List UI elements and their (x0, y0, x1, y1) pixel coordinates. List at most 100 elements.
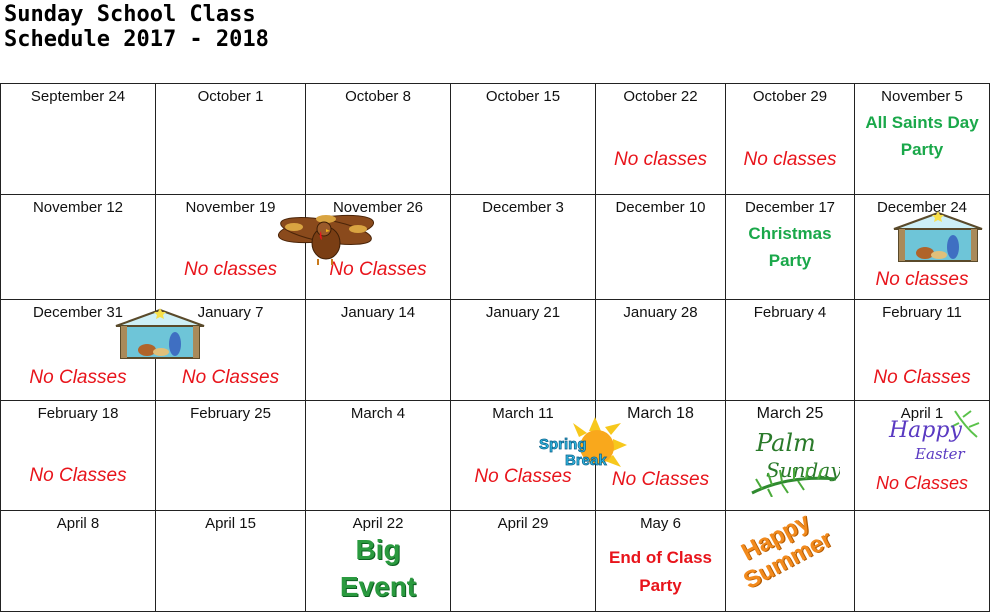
no-classes-note: No classes (875, 269, 969, 290)
happy-text: Happy (888, 418, 962, 443)
cell-march-4: March 4 (305, 400, 451, 511)
no-classes-note: No classes (614, 149, 707, 170)
week-row: February 18 No Classes February 25 March… (0, 400, 990, 511)
date-label: January 14 (340, 304, 416, 321)
title-line-2: Schedule 2017 - 2018 (4, 27, 269, 52)
cell-october-22: October 22 No classes (595, 83, 726, 195)
event-label: All Saints Day Party (855, 109, 989, 163)
no-classes-note: No Classes (29, 465, 127, 486)
page-title: Sunday School Class Schedule 2017 - 2018 (4, 2, 269, 52)
title-line-1: Sunday School Class (4, 2, 256, 27)
cell-february-25: February 25 (155, 400, 306, 511)
cell-april-29: April 29 (450, 510, 596, 612)
spring-text: Spring (539, 436, 587, 453)
cell-november-5: November 5 All Saints Day Party (854, 83, 990, 195)
date-label: April 8 (56, 515, 100, 532)
date-label: October 8 (345, 88, 411, 105)
date-label: April 22 (352, 515, 404, 532)
nativity-icon (893, 211, 983, 262)
date-label: April 1 (900, 405, 944, 422)
big-line: Event (339, 571, 417, 602)
date-label: November 26 (332, 199, 424, 216)
spring-break-icon: Spring Break (539, 417, 627, 469)
nativity-icon (115, 308, 205, 359)
cell-april-8: April 8 (0, 510, 156, 612)
easter-text: Easter (914, 445, 965, 463)
cell-november-12: November 12 (0, 194, 156, 300)
date-label: December 10 (615, 199, 706, 216)
cell-march-25: March 25 Palm Sunday (725, 400, 855, 511)
cell-september-24: September 24 (0, 83, 156, 195)
cell-december-17: December 17 Christmas Party (725, 194, 855, 300)
date-label: May 6 (640, 515, 681, 532)
date-label: February 25 (190, 405, 271, 422)
date-label: December 3 (482, 199, 564, 216)
week-row: December 31 No Classes January 7 No Clas… (0, 299, 990, 401)
event-line: Party (768, 251, 812, 270)
no-classes-note: No classes (743, 149, 837, 170)
date-label: March 18 (627, 405, 694, 422)
date-label: February 11 (882, 304, 962, 321)
cell-happy-summer: Happy Summer (725, 508, 855, 612)
date-label: December 24 (876, 199, 968, 216)
no-classes-note: No Classes (29, 367, 127, 388)
event-line: Party (900, 140, 944, 159)
date-label: November 5 (881, 88, 963, 105)
date-label: October 1 (197, 88, 264, 105)
cell-october-29: October 29 No classes (725, 83, 855, 195)
date-label: January 21 (485, 304, 561, 321)
cell-january-21: January 21 (450, 299, 596, 401)
date-label: December 31 (32, 304, 124, 321)
cell-february-4: February 4 (725, 299, 855, 401)
big-event-label: Big Event (306, 531, 450, 605)
turkey-icon (277, 214, 375, 265)
cell-february-18: February 18 No Classes (0, 400, 156, 511)
cell-october-15: October 15 (450, 83, 596, 195)
date-label: October 22 (623, 88, 698, 105)
date-label: March 4 (350, 405, 406, 422)
no-classes-note: No Classes (873, 367, 971, 388)
event-line: All Saints Day (865, 113, 979, 132)
date-label: January 28 (623, 304, 698, 321)
palm-sunday-icon: Palm Sunday (751, 429, 840, 497)
schedule-grid: September 24 October 1 October 8 October… (0, 83, 990, 612)
no-classes-note: No Classes (474, 466, 572, 487)
date-label: October 29 (752, 88, 828, 105)
no-classes-note: No Classes (875, 473, 969, 493)
no-classes-note: No classes (184, 259, 277, 280)
cell-may-6: May 6 End of Class Party (595, 510, 726, 612)
event-line: End of Class (609, 548, 712, 567)
cell-february-11: February 11 No Classes (854, 299, 990, 401)
cell-december-24: December 24 No classes (854, 194, 990, 300)
date-label: April 15 (205, 515, 256, 532)
date-label: January 7 (197, 304, 264, 321)
event-label: Christmas Party (726, 220, 854, 274)
cell-december-10: December 10 (595, 194, 726, 300)
cell-december-3: December 3 (450, 194, 596, 300)
date-label: September 24 (30, 88, 126, 105)
event-line: Christmas (748, 224, 832, 243)
cell-april-15: April 15 (155, 510, 306, 612)
date-label: November 19 (185, 199, 276, 216)
date-label: February 4 (753, 304, 827, 321)
schedule-table: September 24 October 1 October 8 October… (0, 83, 990, 612)
cell-april-22: April 22 Big Event (305, 510, 451, 612)
cell-october-1: October 1 (155, 83, 306, 195)
happy-easter-icon: Happy Easter (888, 410, 980, 463)
week-row: April 8 April 15 April 22 Big Event Apri… (0, 508, 990, 612)
week-row: November 12 November 19 No classes Novem… (0, 194, 990, 300)
palm-text: Palm (755, 429, 816, 457)
break-text: Break (565, 452, 607, 469)
no-classes-note: No Classes (611, 469, 710, 490)
date-label: April 29 (497, 515, 549, 532)
cell-march-11: March 11 No Classes Spring Break (450, 400, 627, 511)
date-label: March 11 (492, 405, 554, 422)
cell-april-1: April 1 No Classes Happy Easter (854, 400, 990, 511)
date-label: November 12 (32, 199, 124, 216)
cell-january-14: January 14 (305, 299, 451, 401)
date-label: October 15 (485, 88, 561, 105)
cell-november-19: November 19 No classes (155, 194, 375, 300)
cell-empty (854, 510, 990, 612)
date-label: March 25 (756, 405, 824, 422)
event-line: Party (639, 576, 682, 595)
